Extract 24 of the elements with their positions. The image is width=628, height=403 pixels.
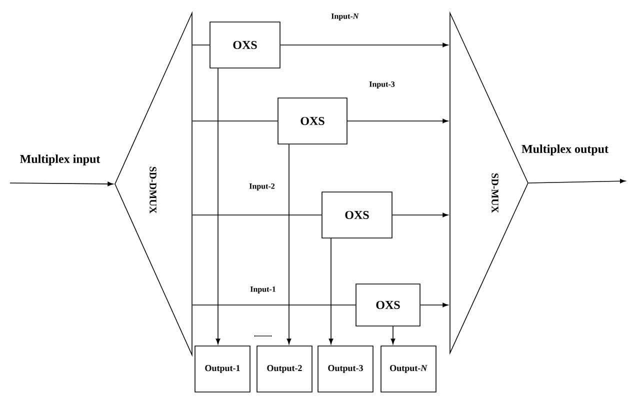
arrow <box>216 68 220 344</box>
arrow <box>420 302 448 308</box>
switch-box: OXS <box>210 22 280 68</box>
arrow <box>10 182 114 186</box>
output-box: Output-3 <box>318 346 374 392</box>
output-box: Output-2 <box>256 346 312 392</box>
ellipsis-dots: ......... <box>254 335 272 337</box>
arrow <box>280 42 448 48</box>
arrow <box>390 326 396 344</box>
arrow <box>392 212 448 218</box>
output-box: Output-N <box>380 346 436 392</box>
arrow <box>528 178 626 184</box>
edge-label: Multiplex input <box>18 154 102 166</box>
arrow <box>328 238 334 344</box>
output-box: Output-1 <box>194 346 250 392</box>
switch-box: OXS <box>356 284 420 326</box>
switch-box: OXS <box>278 98 348 144</box>
switch-box: OXS <box>322 192 392 238</box>
edge-label: Input-3 <box>368 80 396 90</box>
edge-label: Input-N <box>330 12 360 22</box>
arrow <box>347 118 448 124</box>
edge-label: Input-2 <box>248 182 276 192</box>
arrow <box>286 144 292 344</box>
edge-label: Input-1 <box>249 286 277 294</box>
